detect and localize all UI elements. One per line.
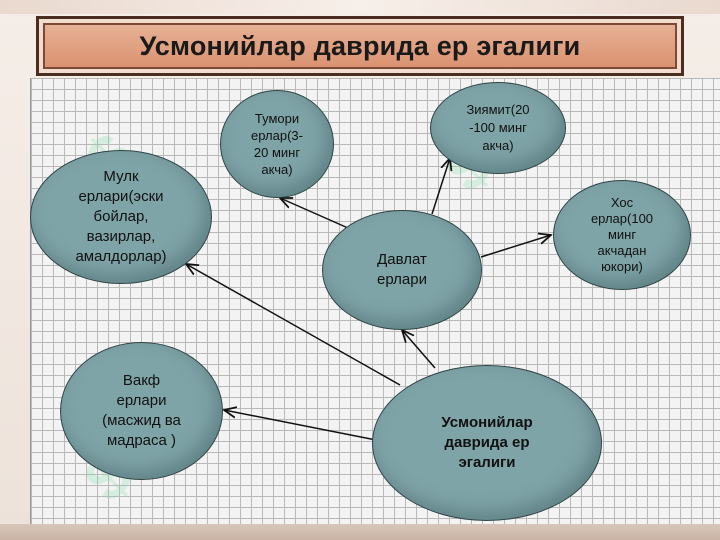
node-tumori-lands: Тумори ерлар(3- 20 минг акча) (220, 90, 334, 198)
node-davlat-lands: Давлат ерлари (322, 210, 482, 330)
arrow-center-to-davlat (402, 330, 436, 369)
page-title: Усмонийлар даврида ер эгалиги (139, 30, 581, 61)
top-strip (0, 0, 720, 14)
node-tumori-label: Тумори ерлар(3- 20 минг акча) (251, 111, 303, 177)
node-vakf-label: Вакф ерлари (масжид ва мадраса ) (102, 372, 181, 449)
arrow-center-to-vakf (224, 410, 377, 441)
node-hos-label: Хос ерлар(100 минг акчадан юкори) (590, 195, 654, 274)
node-mulk-lands: Мулк ерлари(эски бойлар, вазирлар, амалд… (30, 150, 212, 284)
arrow-center-to-mulk (186, 264, 401, 386)
node-mulk-label: Мулк ерлари(эски бойлар, вазирлар, амалд… (75, 168, 167, 265)
arrow-davlat-to-ziyamit (431, 158, 450, 215)
arrow-davlat-to-hos (480, 235, 551, 258)
node-center-ottoman-land: Усмонийлар даврида ер эгалиги (372, 365, 602, 521)
node-center-label: Усмонийлар даврида ер эгалиги (441, 414, 533, 471)
node-vakf-lands: Вакф ерлари (масжид ва мадраса ) (60, 342, 223, 480)
node-ziyamit-lands: Зиямит(20 -100 минг акча) (430, 82, 566, 174)
title-banner: Усмонийлар даврида ер эгалиги (36, 16, 684, 76)
node-hos-lands: Хос ерлар(100 минг акчадан юкори) (553, 180, 691, 290)
node-ziyamit-label: Зиямит(20 -100 минг акча) (466, 102, 530, 153)
node-davlat-label: Давлат ерлари (377, 251, 427, 288)
arrow-davlat-to-tumori (280, 198, 349, 229)
bottom-bar (0, 524, 720, 540)
